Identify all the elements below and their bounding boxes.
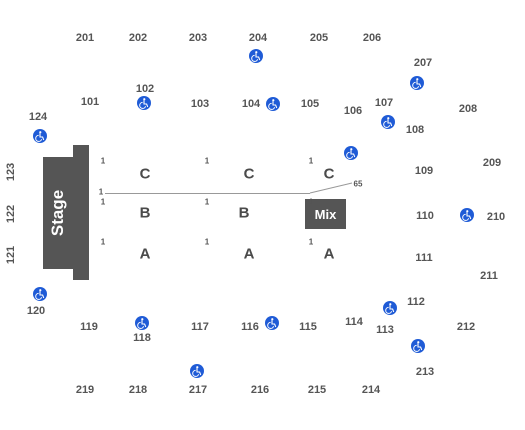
section-123[interactable]: 123 xyxy=(5,162,17,182)
section-101[interactable]: 101 xyxy=(80,96,100,108)
wheelchair-icon[interactable] xyxy=(381,115,395,129)
section-106[interactable]: 106 xyxy=(343,105,363,117)
section-215[interactable]: 215 xyxy=(307,384,327,396)
wheelchair-icon[interactable] xyxy=(460,208,474,222)
stage: Stage xyxy=(43,145,89,280)
seat-number: 1 xyxy=(308,237,314,247)
row-a-center[interactable]: A xyxy=(243,245,255,263)
wheelchair-icon[interactable] xyxy=(33,129,47,143)
section-121[interactable]: 121 xyxy=(5,245,17,265)
wheelchair-icon[interactable] xyxy=(265,316,279,330)
row-a-left[interactable]: A xyxy=(139,245,151,263)
row-b-center[interactable]: B xyxy=(238,204,250,222)
section-207[interactable]: 207 xyxy=(413,57,433,69)
seat-number: 1 xyxy=(98,187,104,197)
wheelchair-icon[interactable] xyxy=(266,97,280,111)
floor-rail-line xyxy=(105,193,310,194)
section-209[interactable]: 209 xyxy=(482,157,502,169)
section-213[interactable]: 213 xyxy=(415,366,435,378)
section-107[interactable]: 107 xyxy=(374,97,394,109)
seat-number: 1 xyxy=(100,156,106,166)
section-212[interactable]: 212 xyxy=(456,321,476,333)
section-115[interactable]: 115 xyxy=(299,321,317,333)
wheelchair-icon[interactable] xyxy=(249,49,263,63)
section-203[interactable]: 203 xyxy=(188,32,208,44)
seat-number: 1 xyxy=(100,237,106,247)
wheelchair-icon[interactable] xyxy=(135,316,149,330)
seat-number: 1 xyxy=(204,237,210,247)
seat-number: 1 xyxy=(204,197,210,207)
section-201[interactable]: 201 xyxy=(75,32,95,44)
section-119[interactable]: 119 xyxy=(80,321,98,333)
section-112[interactable]: 112 xyxy=(407,296,425,308)
row-b-left[interactable]: B xyxy=(139,204,151,222)
row-a-right[interactable]: A xyxy=(323,245,335,263)
section-124[interactable]: 124 xyxy=(28,111,48,123)
stage-thrust-block xyxy=(73,145,89,280)
section-118[interactable]: 118 xyxy=(133,332,151,344)
section-218[interactable]: 218 xyxy=(128,384,148,396)
row-c-right[interactable]: C xyxy=(323,165,335,183)
wheelchair-icon[interactable] xyxy=(137,96,151,110)
wheelchair-icon[interactable] xyxy=(33,287,47,301)
section-116[interactable]: 116 xyxy=(241,321,259,333)
seat-number: 1 xyxy=(308,156,314,166)
section-202[interactable]: 202 xyxy=(128,32,148,44)
wheelchair-icon[interactable] xyxy=(190,364,204,378)
section-217[interactable]: 217 xyxy=(188,384,208,396)
wheelchair-icon[interactable] xyxy=(383,301,397,315)
section-122[interactable]: 122 xyxy=(5,204,17,224)
rail-seat-count: 65 xyxy=(353,179,363,189)
section-214[interactable]: 214 xyxy=(361,384,381,396)
section-110[interactable]: 110 xyxy=(416,210,434,222)
section-113[interactable]: 113 xyxy=(376,324,394,336)
section-105[interactable]: 105 xyxy=(300,98,320,110)
section-208[interactable]: 208 xyxy=(458,103,478,115)
section-114[interactable]: 114 xyxy=(345,316,363,328)
wheelchair-icon[interactable] xyxy=(344,146,358,160)
section-102[interactable]: 102 xyxy=(135,83,155,95)
section-216[interactable]: 216 xyxy=(250,384,270,396)
section-204[interactable]: 204 xyxy=(248,32,268,44)
mix-position: Mix xyxy=(305,199,346,229)
section-120[interactable]: 120 xyxy=(26,305,46,317)
seat-number: 1 xyxy=(204,156,210,166)
wheelchair-icon[interactable] xyxy=(410,76,424,90)
section-104[interactable]: 104 xyxy=(241,98,261,110)
section-103[interactable]: 103 xyxy=(190,98,210,110)
stage-main-block xyxy=(43,157,73,269)
section-206[interactable]: 206 xyxy=(362,32,382,44)
section-117[interactable]: 117 xyxy=(191,321,209,333)
section-111[interactable]: 111 xyxy=(415,252,433,264)
section-211[interactable]: 211 xyxy=(480,270,498,282)
section-210[interactable]: 210 xyxy=(486,211,506,223)
row-c-left[interactable]: C xyxy=(139,165,151,183)
wheelchair-icon[interactable] xyxy=(411,339,425,353)
section-205[interactable]: 205 xyxy=(309,32,329,44)
section-109[interactable]: 109 xyxy=(414,165,434,177)
seat-number: 1 xyxy=(100,197,106,207)
row-c-center[interactable]: C xyxy=(243,165,255,183)
seat-number: 1 xyxy=(308,197,314,207)
section-219[interactable]: 219 xyxy=(75,384,95,396)
section-108[interactable]: 108 xyxy=(405,124,425,136)
